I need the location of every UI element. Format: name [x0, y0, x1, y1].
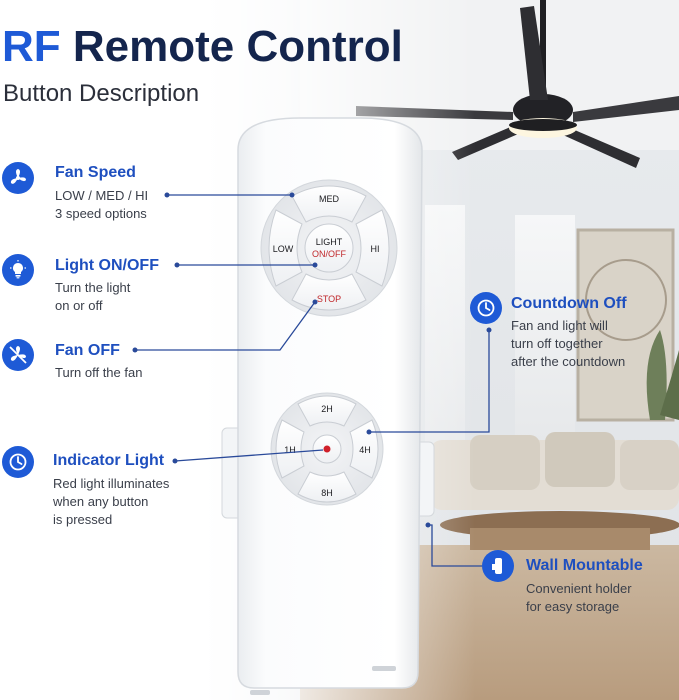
page-subtitle: Button Description: [3, 80, 200, 107]
timer-8h-button[interactable]: 8H: [297, 471, 357, 503]
indicator-light-desc-2: when any button: [53, 494, 149, 509]
light-onoff-button[interactable]: LIGHT ON/OFF: [304, 223, 354, 273]
indicator-light-desc-1: Red light illuminates: [53, 476, 170, 491]
connector-countdown: [369, 330, 490, 433]
fan-speed-desc-2: 3 speed options: [55, 206, 147, 221]
timer-2h-label: 2H: [321, 404, 333, 414]
fan-off-heading: Fan OFF: [55, 342, 120, 359]
stop-button[interactable]: STOP: [291, 273, 367, 311]
bulb-icon: [2, 254, 34, 286]
wall-mount-icon: [482, 550, 514, 582]
indicator-light-heading: Indicator Light: [53, 452, 165, 469]
fan-off-desc-1: Turn off the fan: [55, 365, 143, 380]
stop-label: STOP: [317, 294, 341, 304]
timer-1h-label: 1H: [284, 445, 296, 455]
countdown-off-heading: Countdown Off: [511, 295, 627, 312]
hi-button[interactable]: HI: [355, 209, 390, 287]
countdown-off-desc-3: after the countdown: [511, 354, 626, 369]
title-accent: RF: [2, 22, 61, 71]
onoff-label: ON/OFF: [312, 249, 346, 259]
connector-wall: [428, 524, 482, 567]
timer-icon: [470, 292, 502, 324]
low-button[interactable]: LOW: [268, 209, 303, 287]
fan-icon: [2, 162, 34, 194]
connector-indicator: [174, 449, 324, 462]
timer-1h-button[interactable]: 1H: [275, 419, 305, 479]
low-label: LOW: [273, 244, 294, 254]
countdown-off-desc-2: turn off together: [511, 336, 603, 351]
connector-fan-off: [135, 301, 316, 351]
light-onoff-desc-2: on or off: [55, 298, 103, 313]
light-label: LIGHT: [316, 237, 343, 247]
timer-8h-label: 8H: [321, 488, 333, 498]
light-onoff-desc-1: Turn the light: [55, 280, 131, 295]
wall-mountable-heading: Wall Mountable: [526, 557, 643, 574]
page-title: RF Remote Control: [2, 22, 403, 72]
clock-icon: [2, 446, 34, 478]
fan-off-icon: [2, 339, 34, 371]
light-onoff-heading: Light ON/OFF: [55, 257, 159, 274]
timer-4h-button[interactable]: 4H: [349, 419, 379, 479]
indicator-light-desc-3: is pressed: [53, 512, 113, 527]
countdown-off-desc-1: Fan and light will: [511, 318, 608, 333]
med-label: MED: [319, 194, 340, 204]
timer-2h-button[interactable]: 2H: [297, 395, 357, 427]
title-main: Remote Control: [72, 22, 403, 71]
hi-label: HI: [371, 244, 380, 254]
wall-mountable-desc-2: for easy storage: [526, 599, 620, 614]
med-button[interactable]: MED: [291, 185, 367, 223]
wall-mountable-desc-1: Convenient holder: [526, 581, 632, 596]
fan-speed-heading: Fan Speed: [55, 164, 136, 181]
fan-speed-desc-1: LOW / MED / HI: [55, 188, 149, 203]
indicator-led: [323, 445, 331, 453]
timer-4h-label: 4H: [359, 445, 371, 455]
